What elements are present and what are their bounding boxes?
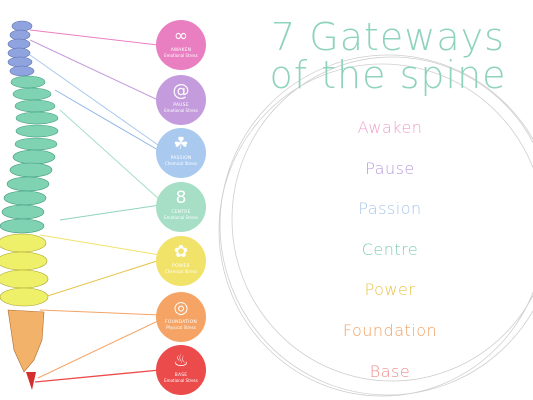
gateway-badge-centre: 8 CENTRE Emotional Stress — [156, 182, 206, 232]
badge-subtitle: Emotional Stress — [164, 108, 198, 113]
gateway-name-awaken: Awaken — [357, 118, 423, 137]
gateway-name-pause: Pause — [365, 158, 415, 178]
connector-line — [34, 259, 161, 301]
gateway-badge-foundation: ◎ FOUNDATION Physical Stress — [156, 292, 206, 342]
connector-line — [37, 319, 161, 379]
gateway-name-base: Base — [369, 361, 411, 381]
connector-line — [39, 309, 161, 316]
cervical-vertebrae — [7, 20, 35, 77]
connector-line — [54, 89, 159, 151]
ring-outline — [219, 54, 533, 396]
connector-line — [59, 204, 161, 221]
badge-subtitle: Chemical Stress — [164, 269, 198, 274]
gateway-name-passion: Passion — [358, 199, 422, 219]
gateway-name-centre: Centre — [361, 239, 419, 259]
gateway-badge-pause: @ PAUSE Emotional Stress — [156, 75, 206, 125]
badge-label: PAUSE — [173, 103, 189, 108]
badge-label: POWER — [172, 264, 190, 269]
badge-subtitle: Emotional Stress — [164, 378, 198, 383]
badge-subtitle: Physical Stress — [166, 325, 196, 330]
badge-subtitle: Emotional Stress — [164, 215, 198, 220]
connector-line — [29, 39, 159, 101]
gateway-badge-passion: ☘ PASSION Chemical Stress — [156, 128, 206, 178]
badge-label: PASSION — [170, 156, 192, 161]
title-line-1: 7 Gateways — [271, 15, 505, 59]
connector-line — [59, 109, 161, 201]
gateway-name-power: Power — [364, 280, 416, 300]
figure-eight-icon: 8 — [175, 188, 187, 208]
coccyx — [26, 372, 36, 390]
gateway-list: Awaken Pause Passion Centre Power Founda… — [300, 113, 480, 397]
gateway-badge-power: ✿ POWER Chemical Stress — [156, 236, 206, 286]
connector-line — [39, 234, 161, 256]
thoracic-vertebrae — [0, 75, 59, 234]
gateway-badge-base: ♨ BASE Emotional Stress — [156, 345, 206, 395]
swirl-icon: ♨ — [173, 351, 189, 371]
infinity-icon: ∞ — [173, 26, 189, 46]
gateway-name-foundation: Foundation — [342, 320, 438, 340]
gateway-badge-awaken: ∞ AWAKEN Emotional Stress — [156, 20, 206, 70]
ring-outline — [231, 56, 533, 382]
connector-line — [34, 369, 161, 383]
spiral-icon: @ — [172, 81, 190, 101]
title-line-2: of the spine — [269, 53, 507, 97]
concentric-ring-icon: ◎ — [173, 298, 189, 318]
page-title: 7 Gateways of the spine — [268, 18, 508, 94]
flower-icon: ✿ — [173, 242, 189, 262]
connector-line — [29, 54, 159, 146]
ring-outline — [218, 63, 533, 397]
lumbar-vertebrae — [0, 233, 49, 307]
badge-subtitle: Emotional Stress — [164, 53, 198, 58]
badge-label: BASE — [174, 373, 188, 378]
connector-line — [29, 29, 159, 46]
badge-label: AWAKEN — [170, 48, 192, 53]
sacrum — [7, 309, 45, 373]
badge-subtitle: Chemical Stress — [164, 161, 198, 166]
badge-label: CENTRE — [171, 210, 191, 215]
badge-label: FOUNDATION — [165, 320, 197, 325]
triquetra-icon: ☘ — [173, 134, 189, 154]
